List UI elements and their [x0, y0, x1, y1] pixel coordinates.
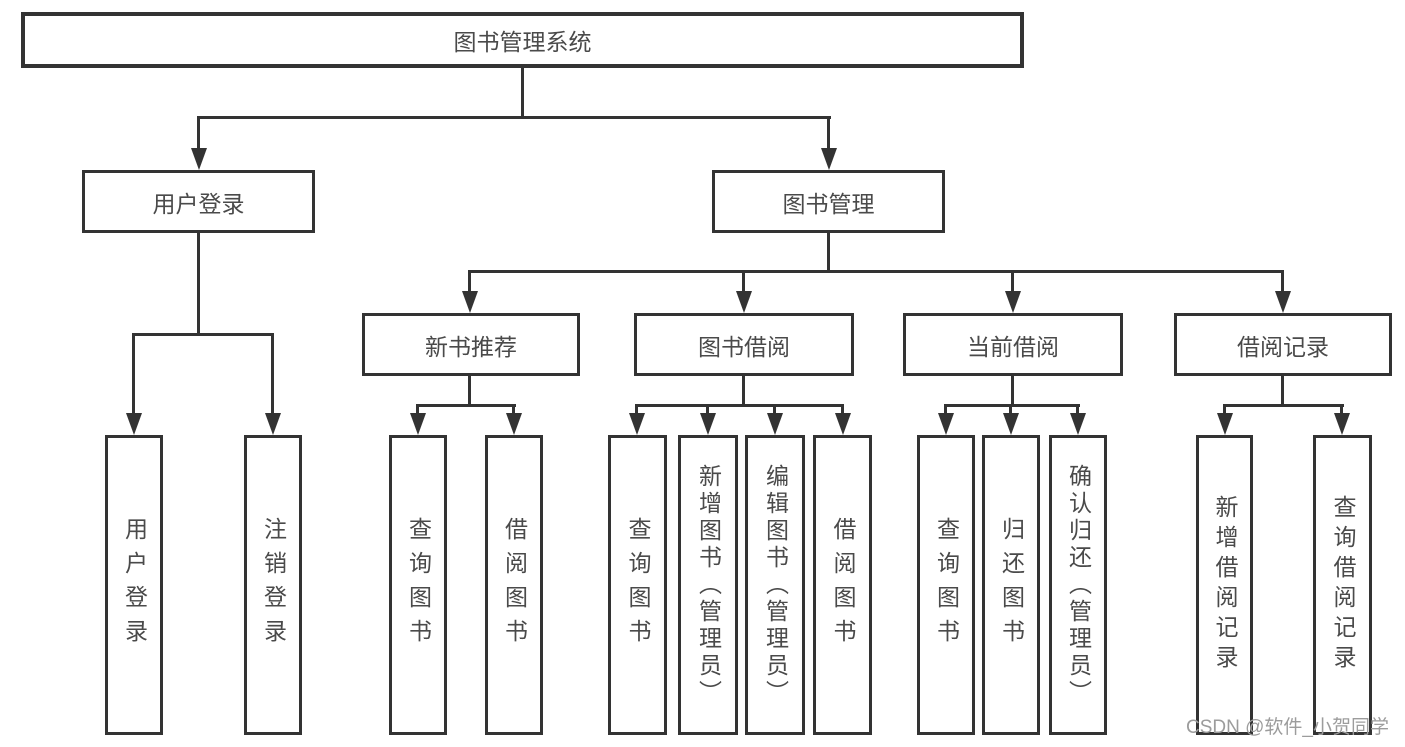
leaf-query-books-borrowing-label: 查询图书: [625, 517, 651, 653]
leaf-query-books-current: 查询图书: [917, 435, 975, 735]
arrow-down-icon: [736, 291, 752, 313]
connector-line: [827, 116, 830, 152]
connector-line: [706, 404, 709, 416]
node-user-login-label: 用户登录: [152, 190, 245, 217]
node-user-login: 用户登录: [82, 170, 315, 233]
node-new-book-recommend-label: 新书推荐: [425, 333, 517, 360]
connector-line: [468, 270, 1284, 273]
connector-line: [132, 333, 274, 336]
connector-line: [773, 404, 776, 416]
connector-line: [944, 404, 947, 416]
connector-line: [841, 404, 844, 416]
node-borrowing-records: 借阅记录: [1174, 313, 1392, 376]
connector-line: [742, 375, 745, 407]
leaf-return-books-label: 归还图书: [998, 517, 1025, 653]
arrow-down-icon: [126, 413, 142, 435]
arrow-down-icon: [835, 413, 851, 435]
arrow-down-icon: [700, 413, 716, 435]
connector-line: [944, 404, 1080, 407]
connector-line: [468, 375, 471, 407]
connector-line: [1076, 404, 1079, 416]
connector-line: [197, 231, 200, 336]
connector-line: [1340, 404, 1343, 416]
node-book-borrowing: 图书借阅: [634, 313, 854, 376]
connector-line: [132, 333, 135, 417]
connector-line: [416, 404, 419, 416]
connector-line: [1223, 404, 1226, 416]
leaf-return-books: 归还图书: [982, 435, 1040, 735]
node-book-borrowing-label: 图书借阅: [698, 333, 790, 360]
leaf-query-books-newbook-label: 查询图书: [405, 517, 432, 653]
connector-line: [512, 404, 515, 416]
leaf-query-borrow-record: 查询借阅记录: [1313, 435, 1372, 735]
leaf-user-login: 用户登录: [105, 435, 163, 735]
arrow-down-icon: [821, 148, 837, 170]
connector-line: [197, 116, 200, 152]
connector-line: [1011, 270, 1014, 294]
connector-line: [1011, 375, 1014, 407]
leaf-add-borrow-record: 新增借阅记录: [1196, 435, 1253, 735]
leaf-borrow-books-newbook-label: 借阅图书: [501, 517, 528, 653]
leaf-confirm-return-admin-label: 确认归还（管理员）: [1065, 463, 1092, 707]
arrow-down-icon: [1005, 291, 1021, 313]
arrow-down-icon: [1217, 413, 1233, 435]
connector-line: [827, 230, 830, 273]
arrow-down-icon: [506, 413, 522, 435]
connector-line: [468, 270, 471, 294]
leaf-query-books-borrowing: 查询图书: [608, 435, 667, 735]
connector-line: [742, 270, 745, 294]
node-borrowing-records-label: 借阅记录: [1237, 333, 1329, 360]
node-current-borrowing: 当前借阅: [903, 313, 1123, 376]
connector-line: [635, 404, 638, 416]
arrow-down-icon: [462, 291, 478, 313]
node-root-label: 图书管理系统: [453, 29, 592, 55]
connector-line: [416, 404, 516, 407]
leaf-edit-book-admin-label: 编辑图书（管理员）: [762, 463, 789, 707]
leaf-add-borrow-record-label: 新增借阅记录: [1212, 495, 1238, 675]
leaf-confirm-return-admin: 确认归还（管理员）: [1049, 435, 1107, 735]
node-book-management-label: 图书管理: [782, 190, 875, 217]
connector-line: [1281, 375, 1284, 407]
leaf-borrow-books-borrowing: 借阅图书: [813, 435, 872, 735]
arrow-down-icon: [265, 413, 281, 435]
arrow-down-icon: [938, 413, 954, 435]
node-root: 图书管理系统: [21, 12, 1024, 68]
node-current-borrowing-label: 当前借阅: [967, 333, 1059, 360]
leaf-edit-book-admin: 编辑图书（管理员）: [745, 435, 805, 735]
arrow-down-icon: [1070, 413, 1086, 435]
connector-line: [197, 116, 831, 119]
leaf-query-borrow-record-label: 查询借阅记录: [1330, 495, 1356, 675]
connector-line: [635, 404, 844, 407]
leaf-borrow-books-newbook: 借阅图书: [485, 435, 543, 735]
arrow-down-icon: [410, 413, 426, 435]
arrow-down-icon: [1334, 413, 1350, 435]
node-book-management: 图书管理: [712, 170, 945, 233]
leaf-logout-label: 注销登录: [260, 517, 287, 653]
watermark: CSDN @软件_小贺同学: [1186, 717, 1389, 738]
leaf-query-books-newbook: 查询图书: [389, 435, 447, 735]
connector-line: [1223, 404, 1344, 407]
connector-line: [1281, 270, 1284, 294]
arrow-down-icon: [1003, 413, 1019, 435]
leaf-logout: 注销登录: [244, 435, 302, 735]
arrow-down-icon: [191, 148, 207, 170]
connector-line: [1009, 404, 1012, 416]
arrow-down-icon: [1275, 291, 1291, 313]
arrow-down-icon: [767, 413, 783, 435]
arrow-down-icon: [629, 413, 645, 435]
leaf-query-books-current-label: 查询图书: [933, 517, 960, 653]
leaf-borrow-books-borrowing-label: 借阅图书: [830, 517, 856, 653]
leaf-add-book-admin: 新增图书（管理员）: [678, 435, 738, 735]
leaf-user-login-label: 用户登录: [121, 517, 148, 653]
connector-line: [271, 333, 274, 417]
connector-line: [521, 66, 524, 118]
node-new-book-recommend: 新书推荐: [362, 313, 580, 376]
leaf-add-book-admin-label: 新增图书（管理员）: [695, 463, 722, 707]
